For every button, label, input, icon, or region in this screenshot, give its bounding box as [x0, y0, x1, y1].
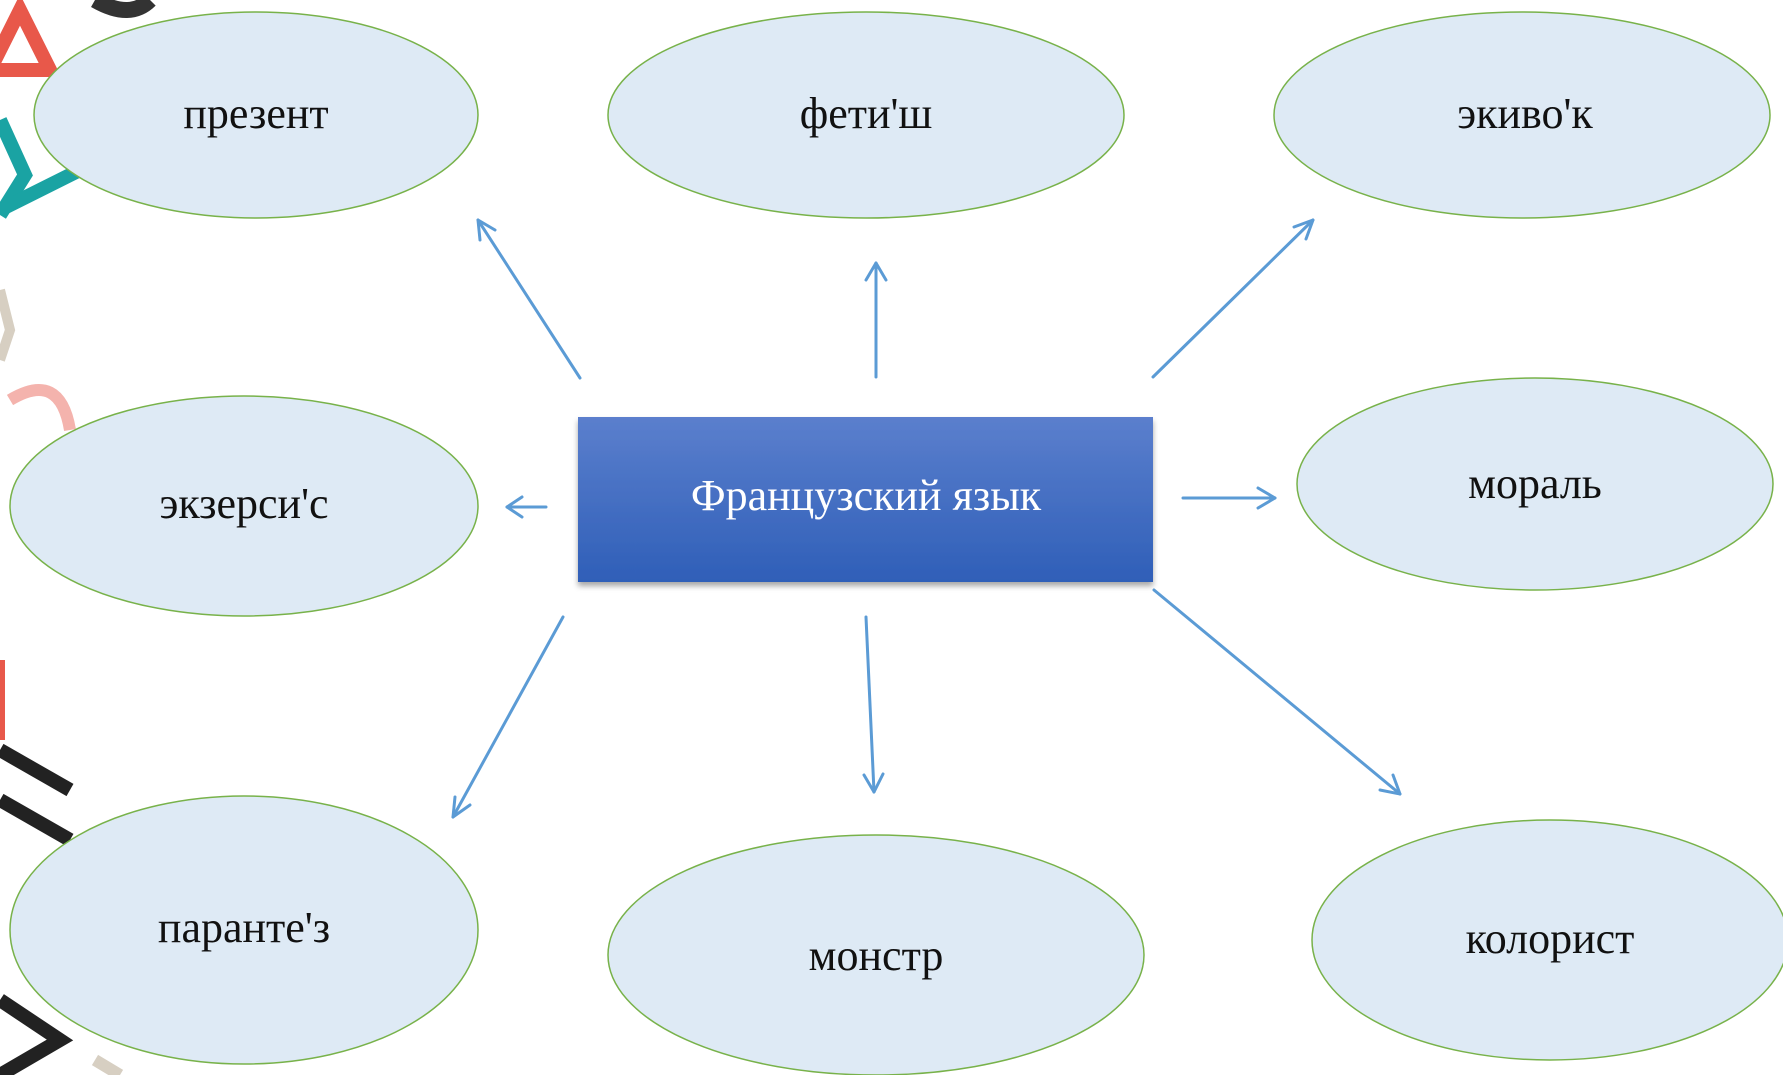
node-label: экиво'к — [1457, 89, 1593, 138]
node-ellipse — [607, 11, 1125, 219]
node-ekivok: экиво'к — [1273, 11, 1771, 219]
node-present: презент — [33, 11, 479, 219]
arrow-to-fetish — [864, 261, 888, 379]
arrow-to-moral — [1181, 486, 1277, 510]
node-ellipse — [1296, 377, 1774, 591]
background-decoration — [0, 0, 156, 1075]
node-ellipse — [33, 11, 479, 219]
center-box — [578, 417, 1153, 582]
node-kolorist: колорист — [1311, 819, 1783, 1061]
arrow-to-kolorist — [1152, 588, 1402, 796]
node-moral: мораль — [1296, 377, 1774, 591]
node-label: монстр — [809, 931, 944, 980]
arrow-to-present — [476, 218, 582, 380]
node-label: презент — [183, 89, 328, 138]
node-fetish: фети'ш — [607, 11, 1125, 219]
arrow-to-parantez — [451, 615, 565, 819]
node-label: фети'ш — [800, 89, 933, 138]
node-parantez: паранте'з — [9, 795, 479, 1065]
node-label: мораль — [1468, 459, 1602, 508]
arrow-to-ekzersis — [505, 495, 548, 519]
node-ellipse — [9, 795, 479, 1065]
arrow-to-ekivok — [1151, 218, 1315, 379]
node-ellipse — [1311, 819, 1783, 1061]
node-label: паранте'з — [158, 903, 330, 952]
arrows — [451, 218, 1402, 819]
center-label: Французский язык — [691, 471, 1042, 520]
node-ellipse — [607, 834, 1145, 1075]
arrow-to-monstr — [862, 615, 885, 794]
node-ellipse — [9, 395, 479, 617]
node-ellipse — [1273, 11, 1771, 219]
node-ekzersis: экзерси'с — [9, 395, 479, 617]
node-monstr: монстр — [607, 834, 1145, 1075]
node-label: колорист — [1466, 914, 1635, 963]
center-node: Французский язык — [578, 417, 1153, 582]
nodes: презент фети'ш экиво'к экзерси'с мораль паран… — [9, 11, 1783, 1075]
node-label: экзерси'с — [159, 479, 328, 528]
